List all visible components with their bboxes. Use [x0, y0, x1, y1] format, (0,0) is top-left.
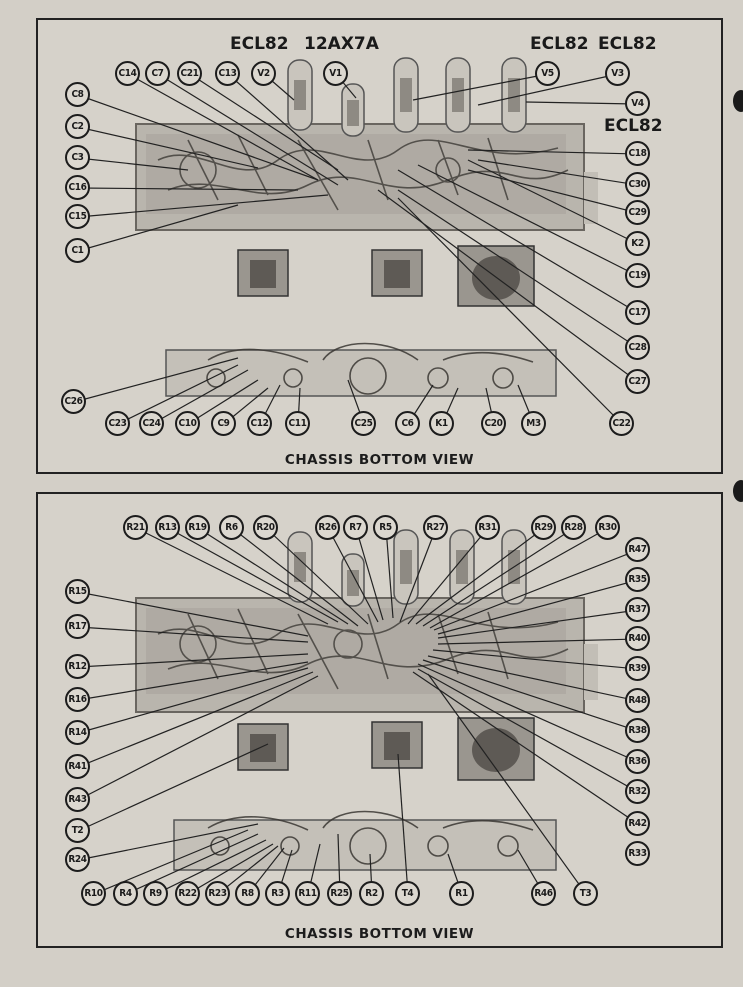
top-callout-c6: C6 [395, 411, 420, 436]
bottom-callout-r21: R21 [123, 515, 148, 540]
top-callout-v2: V2 [251, 61, 276, 86]
top-callout-c11: C11 [285, 411, 310, 436]
top-callout-k2: K2 [625, 231, 650, 256]
bottom-callout-t4: T4 [395, 881, 420, 906]
bottom-callout-r7: R7 [343, 515, 368, 540]
top-callout-c17: C17 [625, 300, 650, 325]
top-callout-m3: M3 [521, 411, 546, 436]
bottom-callout-r48: R48 [625, 688, 650, 713]
bottom-callout-r2: R2 [359, 881, 384, 906]
bottom-callout-r43: R43 [65, 787, 90, 812]
bottom-callout-r20: R20 [253, 515, 278, 540]
chassis-photo-bottom [77, 527, 639, 895]
bottom-callout-r4: R4 [113, 881, 138, 906]
top-callout-c26: C26 [61, 389, 86, 414]
top-callout-k1: K1 [429, 411, 454, 436]
bottom-callout-r8: R8 [235, 881, 260, 906]
binder-hole-top [733, 90, 743, 112]
top-callout-v1: V1 [323, 61, 348, 86]
tube-label-12ax7a: 12AX7A [304, 34, 379, 54]
top-callout-c23: C23 [105, 411, 130, 436]
bottom-callout-r31: R31 [475, 515, 500, 540]
binder-hole-bottom [733, 480, 743, 502]
bottom-callout-r12: R12 [65, 654, 90, 679]
top-callout-c10: C10 [175, 411, 200, 436]
bottom-callout-r33: R33 [625, 841, 650, 866]
bottom-callout-r35: R35 [625, 567, 650, 592]
top-callout-c2: C2 [65, 114, 90, 139]
top-callout-c25: C25 [351, 411, 376, 436]
bottom-callout-r9: R9 [143, 881, 168, 906]
top-callout-c13: C13 [215, 61, 240, 86]
top-callout-c19: C19 [625, 263, 650, 288]
bottom-callout-r6: R6 [219, 515, 244, 540]
bottom-callout-r24: R24 [65, 847, 90, 872]
top-callout-c15: C15 [65, 204, 90, 229]
bottom-callout-r38: R38 [625, 718, 650, 743]
top-callout-c14: C14 [115, 61, 140, 86]
top-panel-caption: CHASSIS BOTTOM VIEW [284, 452, 475, 468]
top-callout-c8: C8 [65, 82, 90, 107]
bottom-callout-r1: R1 [449, 881, 474, 906]
bottom-callout-r16: R16 [65, 687, 90, 712]
top-callout-v5: V5 [535, 61, 560, 86]
bottom-callout-r40: R40 [625, 626, 650, 651]
top-callout-c29: C29 [625, 200, 650, 225]
bottom-callout-t3: T3 [573, 881, 598, 906]
top-callout-c12: C12 [247, 411, 272, 436]
bottom-callout-r30: R30 [595, 515, 620, 540]
bottom-callout-r23: R23 [205, 881, 230, 906]
tube-label-ecl82-v4: ECL82 [604, 116, 663, 136]
bottom-callout-r10: R10 [81, 881, 106, 906]
bottom-callout-r29: R29 [531, 515, 556, 540]
bottom-callout-r14: R14 [65, 720, 90, 745]
top-callout-c24: C24 [139, 411, 164, 436]
tube-label-ecl82-v5: ECL82 [530, 34, 589, 54]
top-callout-c28: C28 [625, 335, 650, 360]
chassis-photo-top [73, 57, 639, 425]
top-callout-c20: C20 [481, 411, 506, 436]
top-callout-c30: C30 [625, 172, 650, 197]
top-callout-c22: C22 [609, 411, 634, 436]
bottom-callout-r42: R42 [625, 811, 650, 836]
bottom-callout-r11: R11 [295, 881, 320, 906]
bottom-callout-r25: R25 [327, 881, 352, 906]
top-callout-v4: V4 [625, 91, 650, 116]
bottom-callout-r17: R17 [65, 614, 90, 639]
bottom-callout-r39: R39 [625, 656, 650, 681]
bottom-callout-r15: R15 [65, 579, 90, 604]
bottom-callout-r3: R3 [265, 881, 290, 906]
top-callout-v3: V3 [605, 61, 630, 86]
bottom-callout-r27: R27 [423, 515, 448, 540]
bottom-callout-r41: R41 [65, 754, 90, 779]
top-callout-c27: C27 [625, 369, 650, 394]
bottom-callout-r32: R32 [625, 779, 650, 804]
bottom-callout-r5: R5 [373, 515, 398, 540]
top-callout-c1: C1 [65, 238, 90, 263]
top-callout-c7: C7 [145, 61, 170, 86]
bottom-callout-r22: R22 [175, 881, 200, 906]
bottom-callout-r46: R46 [531, 881, 556, 906]
tube-label-ecl82-v2: ECL82 [230, 34, 289, 54]
top-callout-c9: C9 [211, 411, 236, 436]
bottom-callout-r26: R26 [315, 515, 340, 540]
bottom-panel-caption: CHASSIS BOTTOM VIEW [284, 926, 475, 942]
top-callout-c16: C16 [65, 175, 90, 200]
bottom-callout-r47: R47 [625, 537, 650, 562]
top-callout-c3: C3 [65, 145, 90, 170]
bottom-callout-r28: R28 [561, 515, 586, 540]
tube-label-ecl82-v3: ECL82 [598, 34, 657, 54]
bottom-callout-r13: R13 [155, 515, 180, 540]
bottom-callout-r36: R36 [625, 749, 650, 774]
top-callout-c18: C18 [625, 141, 650, 166]
bottom-callout-r37: R37 [625, 597, 650, 622]
top-callout-c21: C21 [177, 61, 202, 86]
bottom-callout-r19: R19 [185, 515, 210, 540]
bottom-callout-t2: T2 [65, 818, 90, 843]
